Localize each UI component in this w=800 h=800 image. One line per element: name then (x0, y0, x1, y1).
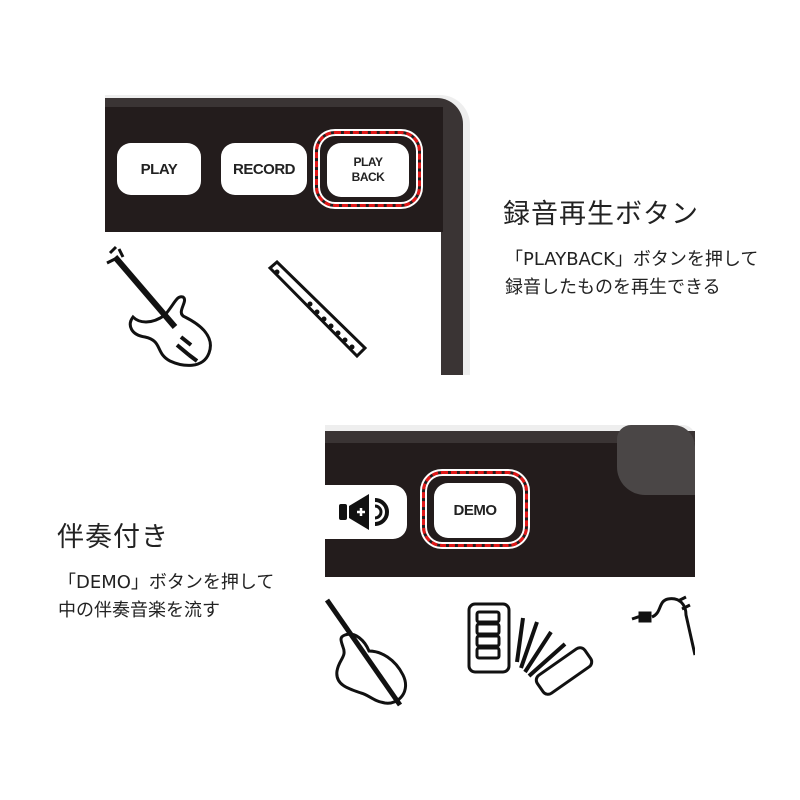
highlight-outline (315, 131, 421, 207)
playback-description-line1: 「PLAYBACK」ボタンを押して (505, 249, 759, 270)
demo-button[interactable]: DEMO (434, 483, 516, 538)
demo-feature-title: 伴奏付き (57, 522, 169, 553)
play-button[interactable]: PLAY (117, 143, 201, 195)
flute-icon (267, 260, 368, 359)
record-button[interactable]: RECORD (221, 143, 307, 195)
playback-label-line2: BACK (351, 170, 385, 184)
highlight-outline (422, 471, 528, 547)
playback-label-line1: PLAY (353, 155, 383, 169)
playback-description-line2: 録音したものを再生できる (505, 277, 721, 298)
demo-description-line1: 「DEMO」ボタンを押して (58, 572, 275, 593)
playback-panel: PLAY RECORD PLAY BACK (105, 95, 475, 380)
electric-guitar-icon (106, 245, 212, 367)
saxophone-icon (631, 595, 695, 656)
cello-icon (325, 598, 408, 707)
volume-up-icon (339, 494, 389, 530)
accordion-icon (467, 602, 594, 696)
playback-feature-title: 録音再生ボタン (503, 199, 699, 230)
demo-panel: DEMO (325, 425, 695, 717)
playback-button[interactable]: PLAY BACK (327, 143, 409, 197)
volume-up-button[interactable] (325, 485, 407, 539)
demo-description-line2: 中の伴奏音楽を流す (58, 600, 220, 621)
knob (617, 425, 695, 495)
